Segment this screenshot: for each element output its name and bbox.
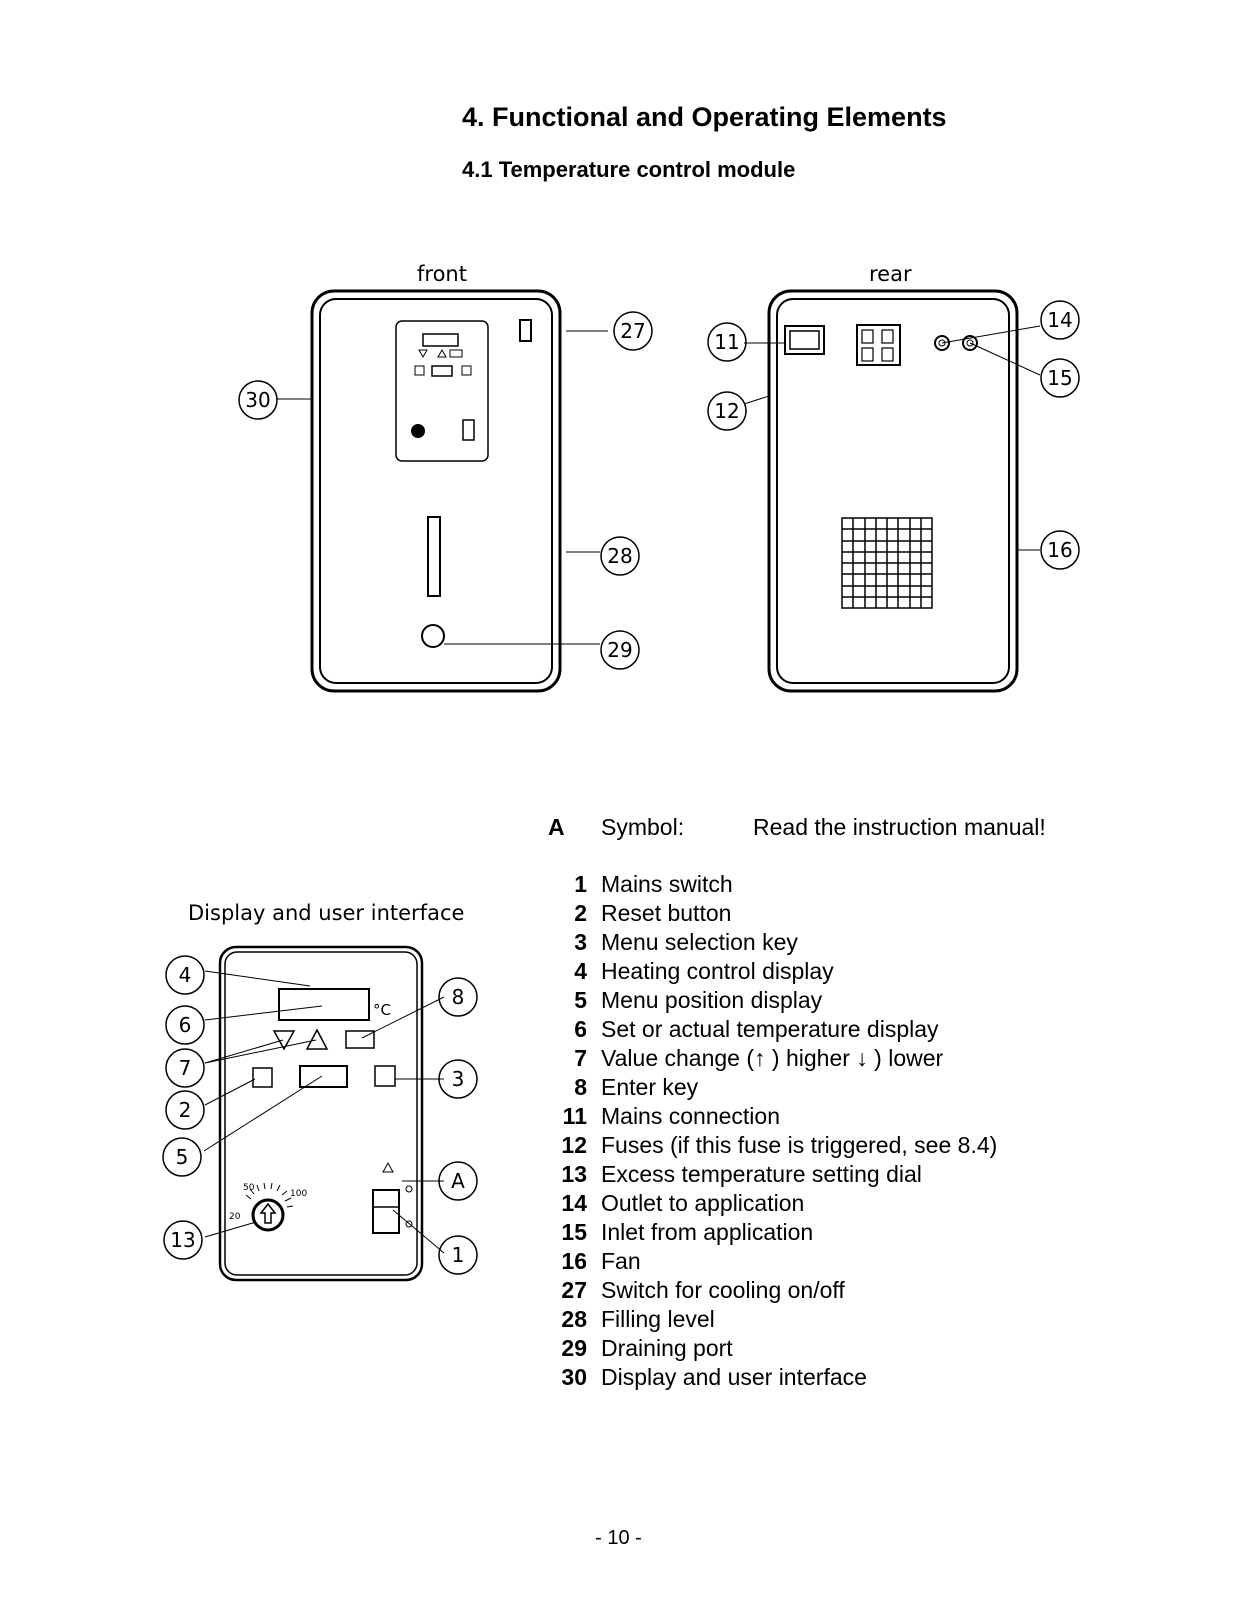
front-housing bbox=[276, 289, 608, 693]
callout-8: 8 bbox=[452, 985, 465, 1009]
callout-3: 3 bbox=[452, 1067, 465, 1091]
callout-28: 28 bbox=[607, 544, 632, 568]
callout-27: 27 bbox=[620, 319, 645, 343]
callout-29: 29 bbox=[607, 638, 632, 662]
callout-5: 5 bbox=[176, 1145, 189, 1169]
callout-A: A bbox=[451, 1169, 465, 1193]
dial-tick-100: 100 bbox=[290, 1189, 307, 1199]
callout-6: 6 bbox=[179, 1013, 192, 1037]
callout-1: 1 bbox=[452, 1243, 465, 1267]
callout-12: 12 bbox=[714, 399, 739, 423]
callout-13: 13 bbox=[170, 1228, 195, 1252]
section-title: 4. Functional and Operating Elements bbox=[462, 102, 947, 132]
fan-grid bbox=[841, 517, 933, 609]
callout-15: 15 bbox=[1047, 366, 1072, 390]
callout-2: 2 bbox=[179, 1098, 192, 1122]
callout-11: 11 bbox=[714, 330, 739, 354]
legend-symbol-key: A bbox=[548, 814, 565, 840]
front-label: front bbox=[417, 262, 467, 286]
dial-tick-50: 50 bbox=[243, 1183, 255, 1193]
callout-14: 14 bbox=[1047, 308, 1072, 332]
dial-tick-20: 20 bbox=[229, 1212, 241, 1222]
callout-30: 30 bbox=[245, 388, 270, 412]
panel-detail bbox=[203, 945, 445, 1282]
subsection-title: 4.1 Temperature control module bbox=[462, 157, 796, 182]
legend-symbol-label: Symbol: bbox=[601, 814, 685, 840]
panel-unit: °C bbox=[373, 1001, 391, 1019]
panel-caption: Display and user interface bbox=[188, 901, 465, 925]
callout-7: 7 bbox=[179, 1056, 192, 1080]
page-number: - 10 - bbox=[595, 1527, 642, 1549]
callout-16: 16 bbox=[1047, 538, 1072, 562]
legend-symbol-desc: Read the instruction manual! bbox=[753, 814, 1046, 840]
rear-label: rear bbox=[869, 262, 912, 286]
rear-housing bbox=[743, 289, 1041, 693]
callout-4: 4 bbox=[179, 963, 192, 987]
